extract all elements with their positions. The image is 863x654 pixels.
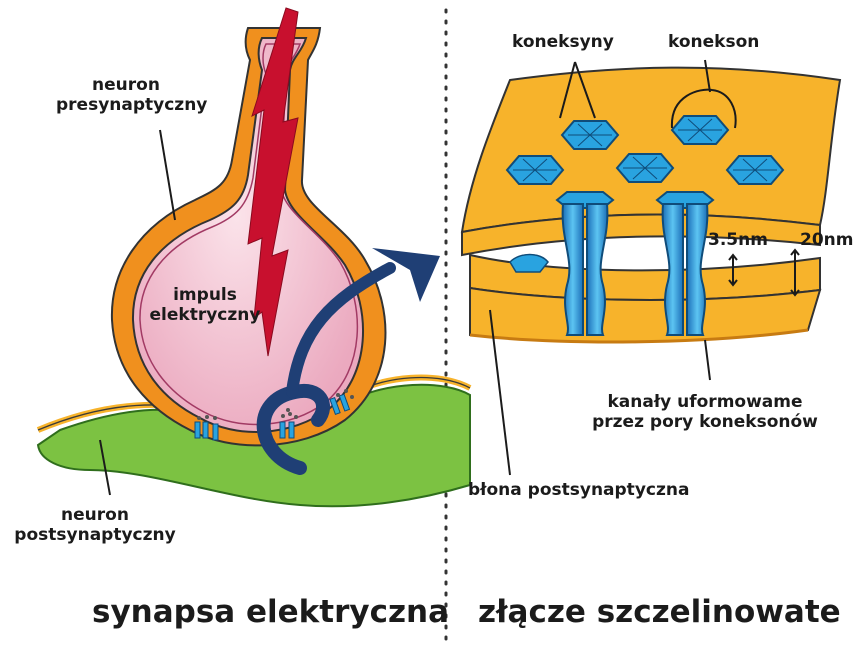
channels-label: kanały uformowame przez pory koneksonów [555,392,855,433]
presynaptic-label-line1: neuron [56,75,196,95]
postsynaptic-label-line2: postsynaptyczny [10,525,180,545]
impulse-label: impuls elektryczny [140,285,270,326]
channels-label-line2: przez pory koneksonów [555,412,855,432]
connexon-label: konekson [668,32,759,52]
gap-small-label: 3.5nm [708,230,768,250]
postsynaptic-neuron-label: neuron postsynaptyczny [10,505,180,546]
presynaptic-neuron-label: neuron presynaptyczny [56,75,196,116]
channels-label-line1: kanały uformowame [555,392,855,412]
impulse-label-line1: impuls [140,285,270,305]
right-caption: złącze szczelinowate [478,594,841,630]
postsynaptic-label-line1: neuron [10,505,180,525]
gap-large-label: 20nm [800,230,853,250]
presynaptic-label-line2: presynaptyczny [56,95,196,115]
left-caption: synapsa elektryczna [92,594,449,630]
postsynaptic-membrane-label: błona postsynaptyczna [468,480,689,500]
impulse-label-line2: elektryczny [140,305,270,325]
connexins-label: koneksyny [512,32,614,52]
